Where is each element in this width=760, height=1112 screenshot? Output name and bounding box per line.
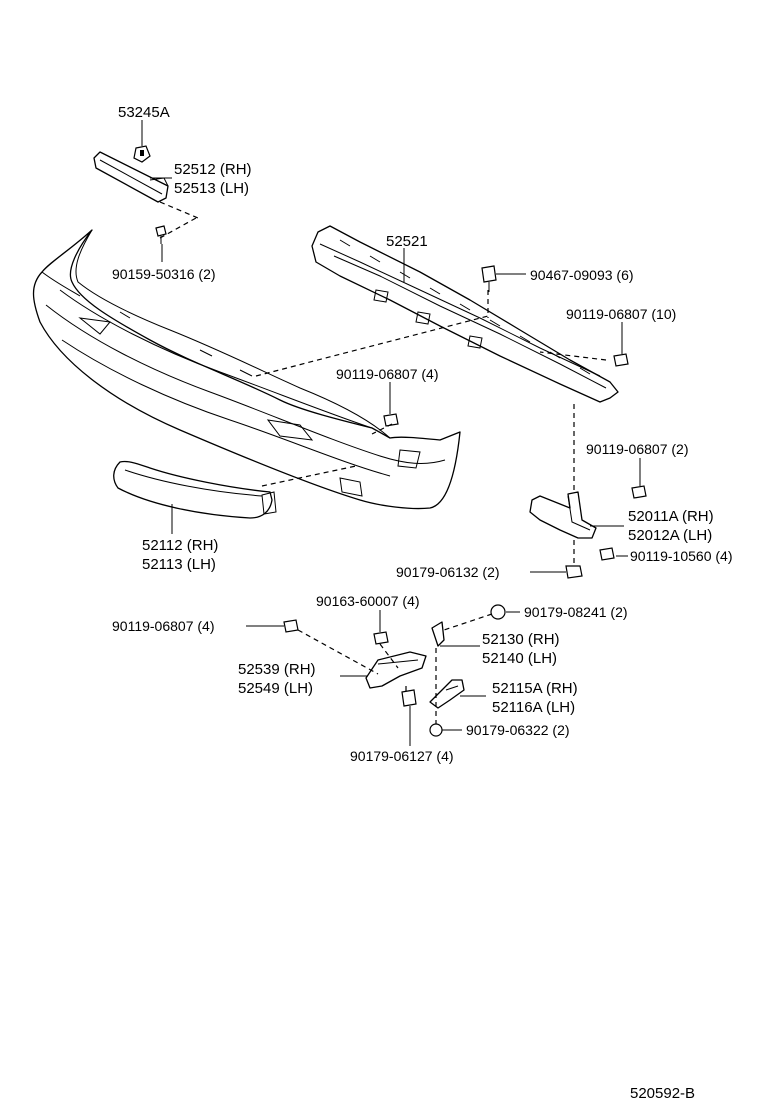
label-52112-rh: 52112 (RH) [142, 537, 218, 554]
label-52513-lh: 52513 (LH) [174, 180, 249, 197]
lower-spoiler-drawing [113, 460, 277, 519]
label-53245a: 53245A [118, 104, 170, 121]
lower-brackets-drawing [365, 621, 465, 709]
upper-bracket-drawing [93, 145, 169, 203]
label-90119-06807-2: 90119-06807 (2) [586, 441, 688, 457]
side-bracket-drawing [529, 491, 597, 539]
fasteners-drawing [155, 225, 647, 737]
label-90119-06807-4-lower: 90119-06807 (4) [112, 618, 214, 634]
label-90179-06322: 90179-06322 (2) [466, 722, 570, 738]
label-90159-50316: 90159-50316 (2) [112, 266, 216, 282]
label-52116a-lh: 52116A (LH) [492, 699, 575, 716]
label-90119-06807-4-upper: 90119-06807 (4) [336, 366, 438, 382]
label-52140-lh: 52140 (LH) [482, 650, 557, 667]
label-52130-rh: 52130 (RH) [482, 631, 560, 648]
label-52521: 52521 [386, 233, 428, 250]
bumper-cover-drawing [32, 229, 461, 510]
label-52512-rh: 52512 (RH) [174, 161, 252, 178]
label-52539-rh: 52539 (RH) [238, 661, 316, 678]
label-90119-06807-10: 90119-06807 (10) [566, 306, 676, 322]
drawing-number: 520592-B [630, 1085, 695, 1102]
label-52011a-rh: 52011A (RH) [628, 508, 714, 525]
label-90467-09093: 90467-09093 (6) [530, 267, 634, 283]
label-90119-10560: 90119-10560 (4) [630, 548, 732, 564]
label-52113-lh: 52113 (LH) [142, 556, 216, 573]
assembly-lines [159, 201, 607, 724]
label-90179-06127: 90179-06127 (4) [350, 748, 454, 764]
label-52012a-lh: 52012A (LH) [628, 527, 712, 544]
leader-lines [141, 120, 641, 746]
label-90179-06132: 90179-06132 (2) [396, 564, 500, 580]
label-90179-08241: 90179-08241 (2) [524, 604, 628, 620]
label-90163-60007: 90163-60007 (4) [316, 593, 420, 609]
label-52115a-rh: 52115A (RH) [492, 680, 578, 697]
label-52549-lh: 52549 (LH) [238, 680, 313, 697]
part-labels: 53245A 52512 (RH) 52513 (LH) 90159-50316… [112, 104, 732, 1102]
